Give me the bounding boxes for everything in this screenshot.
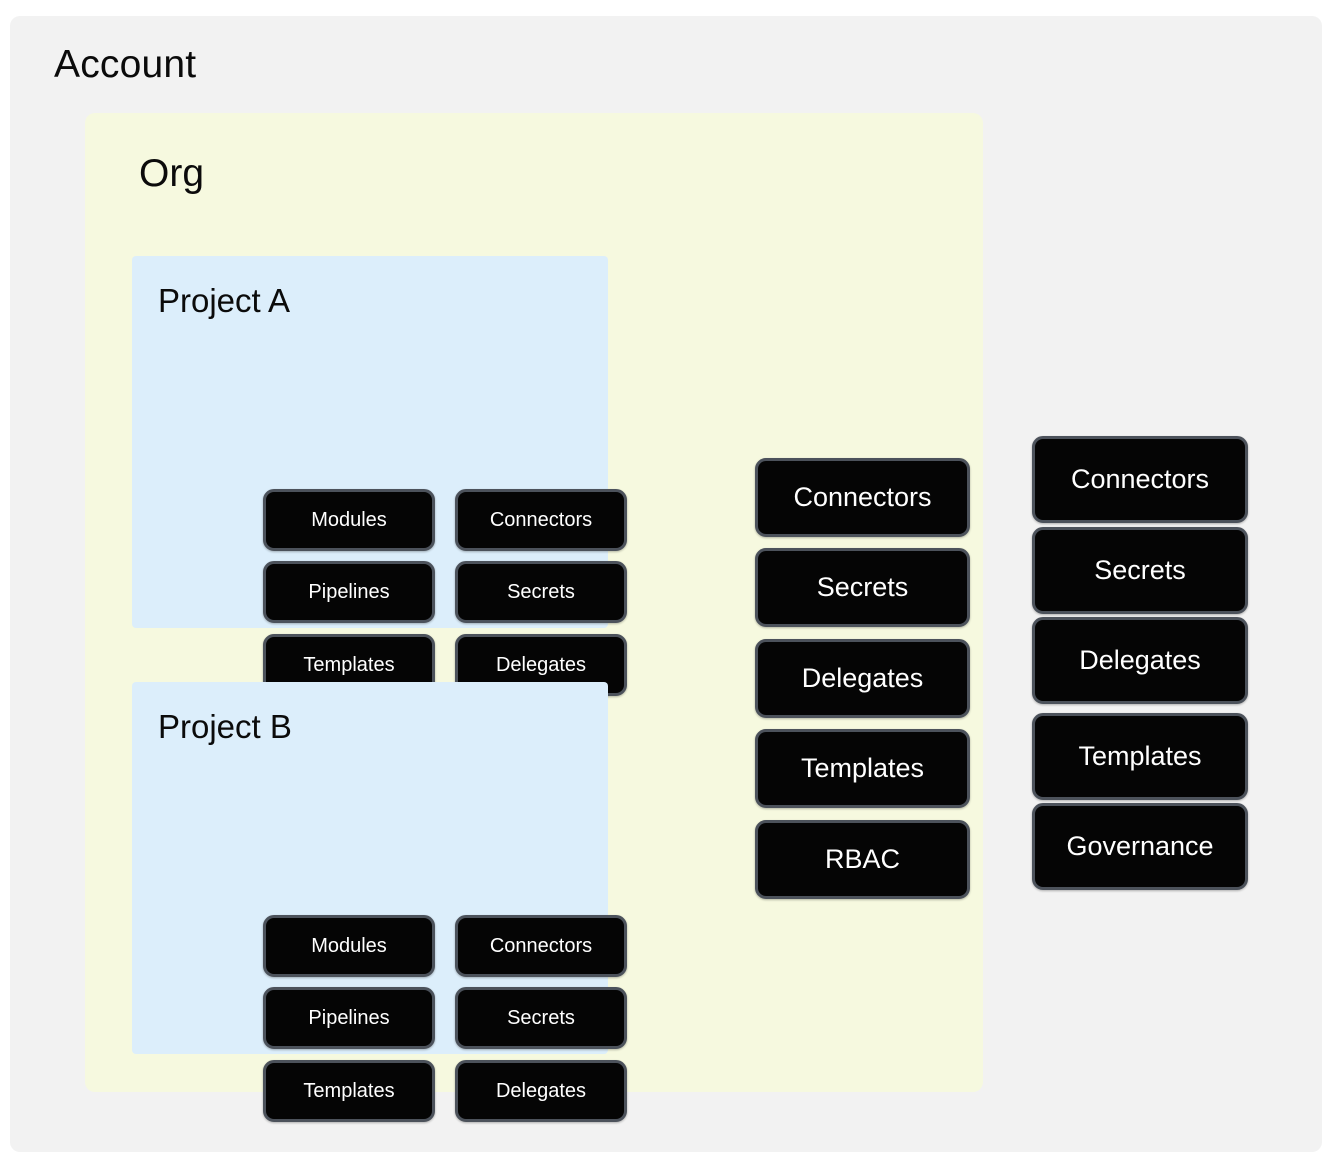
project-b-container: Project B Modules Pipelines Templates Co… (132, 682, 627, 1122)
project-b-node-templates[interactable]: Templates (263, 1060, 435, 1122)
project-a-node-pipelines[interactable]: Pipelines (263, 561, 435, 623)
node-label: Modules (311, 508, 387, 531)
project-b-node-pipelines[interactable]: Pipelines (263, 987, 435, 1049)
node-label: Templates (303, 1079, 395, 1102)
account-node-connectors[interactable]: Connectors (1032, 436, 1248, 523)
org-node-delegates[interactable]: Delegates (755, 639, 970, 718)
project-b-title: Project B (158, 708, 292, 745)
node-label: Secrets (507, 580, 575, 603)
node-label: Templates (1078, 741, 1202, 771)
project-b-node-delegates[interactable]: Delegates (455, 1060, 627, 1122)
node-label: Governance (1066, 831, 1214, 861)
org-container: Org Project A Modules Pipelines Template… (85, 113, 983, 1122)
node-label: RBAC (824, 844, 900, 874)
node-label: Connectors (1070, 464, 1210, 494)
project-a-container: Project A Modules Pipelines Templates Co… (132, 256, 627, 696)
node-label: Secrets (1094, 555, 1186, 585)
org-node-secrets[interactable]: Secrets (755, 548, 970, 627)
org-node-rbac[interactable]: RBAC (755, 820, 970, 899)
account-node-governance[interactable]: Governance (1032, 803, 1248, 890)
project-a-resource-grid: Modules Pipelines Templates Connectors S… (132, 256, 627, 696)
node-label: Templates (800, 753, 925, 783)
org-node-templates[interactable]: Templates (755, 729, 970, 808)
account-node-delegates[interactable]: Delegates (1032, 617, 1248, 704)
node-label: Modules (311, 934, 387, 957)
project-a-title: Project A (158, 282, 291, 319)
project-b-node-secrets[interactable]: Secrets (455, 987, 627, 1049)
project-b-node-connectors[interactable]: Connectors (455, 915, 627, 977)
node-label: Templates (303, 653, 395, 676)
org-title: Org (139, 152, 205, 195)
account-title: Account (54, 43, 197, 86)
node-label: Delegates (495, 653, 587, 676)
node-label: Pipelines (308, 1006, 390, 1029)
node-label: Connectors (489, 508, 593, 531)
account-node-templates[interactable]: Templates (1032, 713, 1248, 800)
node-label: Delegates (1079, 645, 1201, 675)
node-label: Pipelines (308, 580, 390, 603)
project-b-node-modules[interactable]: Modules (263, 915, 435, 977)
account-node-secrets[interactable]: Secrets (1032, 527, 1248, 614)
node-label: Connectors (489, 934, 593, 957)
node-label: Delegates (801, 663, 924, 693)
node-label: Secrets (507, 1006, 575, 1029)
node-label: Delegates (495, 1079, 587, 1102)
project-a-node-connectors[interactable]: Connectors (455, 489, 627, 551)
account-container: Account Org Project A Modules Pipelines … (10, 16, 1322, 1152)
org-node-connectors[interactable]: Connectors (755, 458, 970, 537)
project-b-resource-grid: Modules Pipelines Templates Connectors S… (132, 682, 627, 1122)
node-label: Secrets (816, 572, 909, 602)
node-label: Connectors (793, 482, 932, 512)
project-a-node-secrets[interactable]: Secrets (455, 561, 627, 623)
project-a-node-modules[interactable]: Modules (263, 489, 435, 551)
